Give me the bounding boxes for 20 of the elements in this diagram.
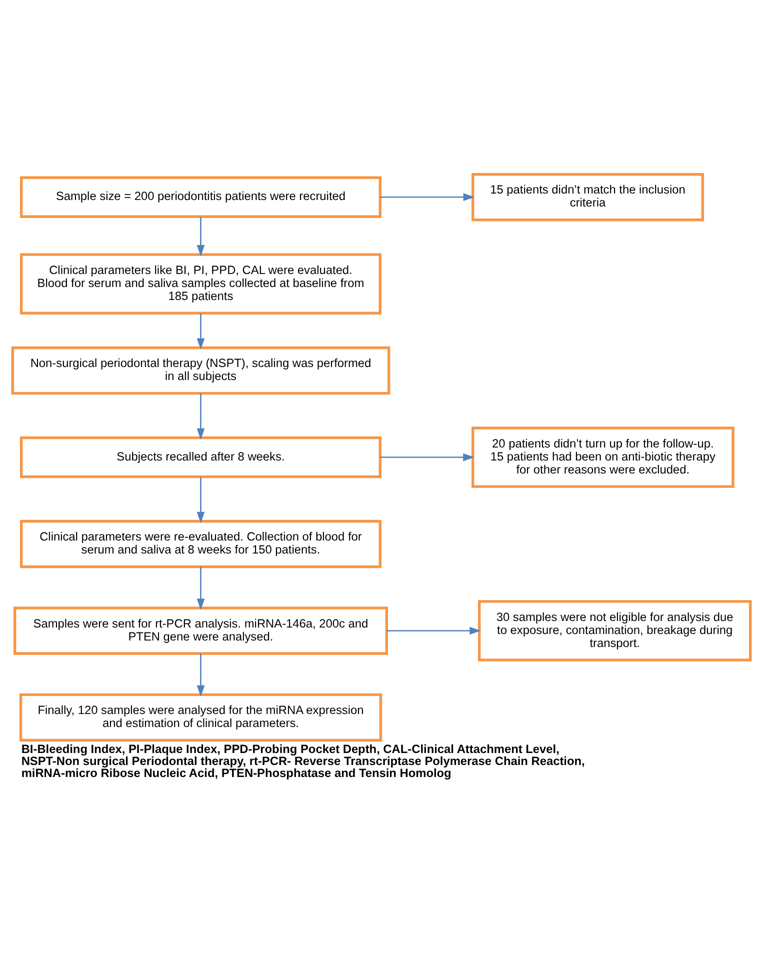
node-box: Finally, 120 samples were analysed for the miRNA expression and estimation of clinical parameters. bbox=[19, 693, 382, 742]
arrow bbox=[196, 393, 205, 440]
node-box: Clinical parameters were re-evaluated. Collection of blood for serum and saliva at 8 weeks for 150 patients. bbox=[20, 520, 382, 568]
node-box: 20 patients didn’t turn up for the follow-up. 15 patients had been on anti-biotic therapy for other reasons were excluded. bbox=[471, 426, 734, 488]
arrow bbox=[380, 193, 475, 202]
arrow bbox=[196, 654, 205, 697]
node-box: Samples were sent for rt-PCR analysis. miRNA-146a, 200c and PTEN gene were analysed. bbox=[13, 606, 388, 655]
arrow bbox=[380, 453, 474, 462]
node-box: Clinical parameters like BI, PI, PPD, CAL were evaluated. Blood for serum and saliva samples collected at baseline from 185 patients bbox=[20, 253, 382, 314]
arrow bbox=[196, 477, 205, 524]
node-box: Subjects recalled after 8 weeks. bbox=[20, 436, 382, 478]
node-box: Non-surgical periodontal therapy (NSPT), scaling was performed in all subjects bbox=[11, 346, 390, 395]
arrow bbox=[196, 314, 205, 350]
node-box: 30 samples were not eligible for analysis due to exposure, contamination, breakage during transport. bbox=[478, 600, 752, 662]
node-box: 15 patients didn’t match the inclusion criteria bbox=[471, 172, 704, 222]
caption: BI-Bleeding Index, PI-Plaque Index, PPD-Probing Pocket Depth, CAL-Clinical Attachment Level, NSPT-Non surgical Periodontal therapy, rt-PCR- Reverse Transcriptase Polymerase Chain Reaction, miRNA-micro Ribose Nucleic Acid, PTEN-Phosphatase and Tensin Homolog bbox=[21, 742, 585, 780]
node-box: Sample size = 200 periodontitis patients were recruited bbox=[20, 176, 382, 218]
arrow bbox=[196, 566, 205, 610]
arrow bbox=[386, 626, 481, 635]
arrow bbox=[196, 216, 205, 256]
